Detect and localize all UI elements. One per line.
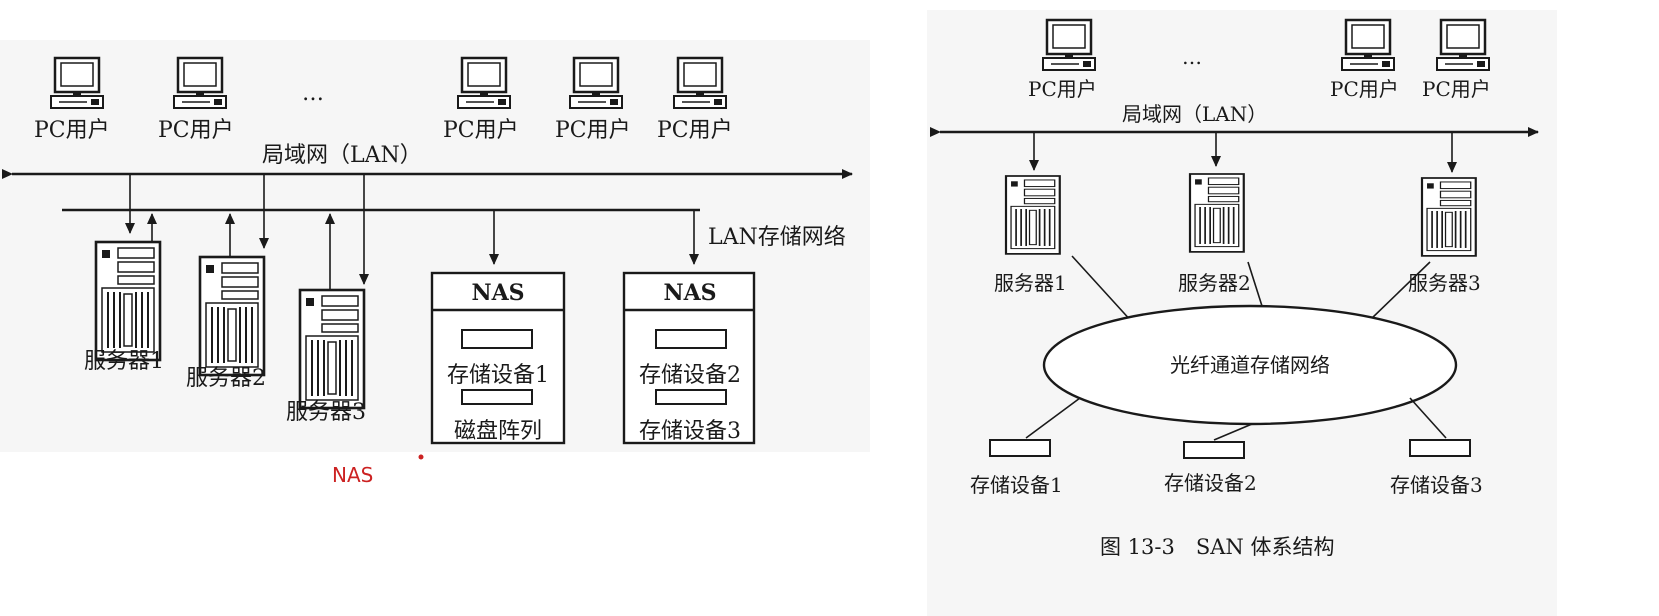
connector bbox=[1247, 261, 1263, 307]
server-label: 服务器1 bbox=[994, 271, 1067, 295]
pc-user-label: PC用户 bbox=[1422, 77, 1491, 101]
nas-box: NAS 存储设备1 磁盘阵列 bbox=[430, 271, 566, 445]
ellipsis: … bbox=[302, 81, 324, 106]
pc-icon bbox=[456, 56, 512, 110]
connector bbox=[1025, 397, 1081, 439]
lan-label: 局域网（LAN） bbox=[1122, 102, 1267, 126]
pc-user-label: PC用户 bbox=[1028, 77, 1097, 101]
disk-array-label: 磁盘阵列 bbox=[454, 419, 542, 444]
connector bbox=[1409, 397, 1447, 439]
server-label: 服务器2 bbox=[1178, 271, 1251, 295]
pc-user-label: PC用户 bbox=[1330, 77, 1399, 101]
san-diagram: PC用户 PC用户 PC用户 … 局域网（LAN） 服务器1 服务器2 服务器3… bbox=[927, 10, 1557, 616]
server-icon bbox=[1004, 174, 1061, 255]
fc-network-label: 光纤通道存储网络 bbox=[1170, 353, 1330, 377]
storage-device-icon bbox=[989, 439, 1051, 457]
storage-device-icon bbox=[655, 329, 727, 349]
storage-device-icon bbox=[655, 389, 727, 405]
storage-device-label: 存储设备2 bbox=[1164, 471, 1257, 495]
pc-icon bbox=[49, 56, 105, 110]
nas-title: NAS bbox=[471, 280, 524, 306]
nas-diagram: PC用户 PC用户 PC用户 PC用户 PC用户 … 局域网（LAN） LAN存… bbox=[0, 40, 870, 487]
server-icon bbox=[298, 288, 366, 410]
connector bbox=[1213, 423, 1253, 441]
connector bbox=[1071, 255, 1134, 324]
storage-device-icon bbox=[1183, 441, 1245, 459]
nas-title: NAS bbox=[663, 280, 716, 306]
storage-device-icon bbox=[461, 389, 533, 405]
storage-device-label: 存储设备3 bbox=[1390, 473, 1483, 497]
pc-user-label: PC用户 bbox=[555, 118, 631, 143]
server-icon bbox=[1420, 176, 1477, 257]
server-label: 服务器1 bbox=[84, 349, 164, 374]
nas-box: NAS 存储设备2 存储设备3 bbox=[622, 271, 756, 445]
server-label: 服务器2 bbox=[186, 366, 266, 391]
server-label: 服务器3 bbox=[286, 400, 366, 425]
pc-icon bbox=[672, 56, 728, 110]
red-dot bbox=[418, 454, 424, 460]
pc-icon bbox=[568, 56, 624, 110]
pc-icon bbox=[172, 56, 228, 110]
connector bbox=[1369, 261, 1431, 321]
storage-network-label: LAN存储网络 bbox=[708, 225, 846, 250]
pc-user-label: PC用户 bbox=[158, 118, 234, 143]
pc-icon bbox=[1435, 18, 1491, 72]
storage-device-label: 存储设备2 bbox=[639, 363, 741, 388]
lan-label: 局域网（LAN） bbox=[262, 143, 422, 168]
storage-device-icon bbox=[1409, 439, 1471, 457]
pc-user-label: PC用户 bbox=[657, 118, 733, 143]
storage-device-label: 存储设备1 bbox=[970, 473, 1063, 497]
server-icon bbox=[198, 255, 266, 377]
storage-device-label: 存储设备3 bbox=[639, 419, 741, 444]
server-icon bbox=[1188, 172, 1245, 253]
nas-annotation: NAS bbox=[332, 463, 373, 487]
pc-icon bbox=[1041, 18, 1097, 72]
figure-caption: 图 13-3 SAN 体系结构 bbox=[1100, 535, 1334, 559]
storage-device-icon bbox=[461, 329, 533, 349]
storage-device-label: 存储设备1 bbox=[447, 363, 549, 388]
server-label: 服务器3 bbox=[1408, 271, 1481, 295]
ellipsis: … bbox=[1182, 45, 1202, 69]
pc-icon bbox=[1340, 18, 1396, 72]
pc-user-label: PC用户 bbox=[34, 118, 110, 143]
pc-user-label: PC用户 bbox=[443, 118, 519, 143]
server-icon bbox=[94, 240, 162, 362]
